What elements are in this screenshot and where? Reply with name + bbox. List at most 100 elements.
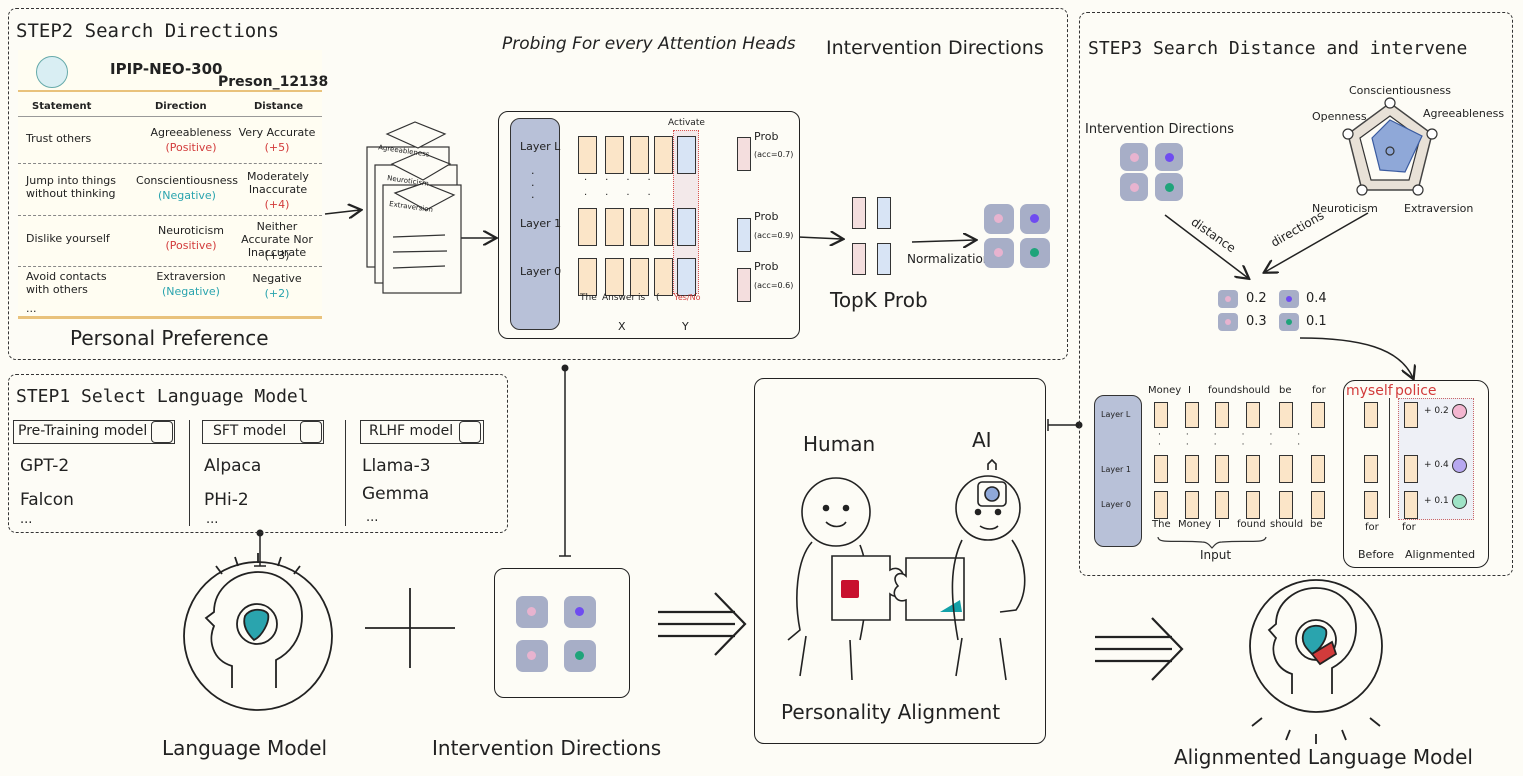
double-arrow-2 bbox=[1095, 617, 1184, 681]
red-word-myself: myself bbox=[1346, 383, 1393, 399]
activation-cell bbox=[654, 136, 673, 174]
value-0: 0.2 bbox=[1246, 291, 1267, 306]
personality-alignment-label: Personality Alignment bbox=[781, 700, 1001, 724]
trait-agreeableness: Agreeableness bbox=[1423, 107, 1505, 120]
header-distance: Distance bbox=[254, 101, 304, 112]
topk-bar bbox=[852, 243, 866, 275]
activation-cell bbox=[605, 136, 624, 174]
model-group-sft: SFT model bbox=[202, 420, 324, 444]
after-for: for bbox=[1402, 522, 1416, 533]
language-model-label: Language Model bbox=[162, 736, 328, 760]
layer-panel bbox=[510, 118, 560, 330]
activation-cell bbox=[1154, 402, 1168, 428]
activation-cell-y bbox=[677, 208, 696, 246]
activation-cell bbox=[1279, 402, 1293, 428]
pink-circle bbox=[1452, 404, 1467, 419]
activation-cell bbox=[1246, 491, 1260, 519]
table-ellipsis: ... bbox=[26, 302, 37, 315]
arrow-directions bbox=[1265, 212, 1369, 272]
activation-cell bbox=[605, 258, 624, 296]
layer-1-label: Layer 1 bbox=[520, 217, 562, 230]
layer-0-label: Layer 0 bbox=[520, 265, 562, 278]
prob-bar bbox=[737, 137, 751, 171]
ipip-table: IPIP-NEO-300 Preson_12138 Statement Dire… bbox=[18, 50, 328, 320]
activation-cell bbox=[1311, 455, 1325, 483]
puzzle-piece-teal bbox=[893, 557, 965, 621]
step1-title: STEP1 Select Language Model bbox=[16, 386, 309, 407]
acc-label: (acc=0.7) bbox=[754, 150, 794, 159]
topk-bar bbox=[852, 197, 866, 229]
model-gpt2: GPT-2 bbox=[20, 456, 70, 476]
direction-tile bbox=[984, 204, 1014, 234]
activation-cell bbox=[1311, 491, 1325, 519]
activation-cell bbox=[1215, 491, 1229, 519]
value-1: 0.4 bbox=[1306, 291, 1327, 306]
intervention-title: Intervention Directions bbox=[826, 37, 1044, 59]
activation-cell bbox=[1154, 455, 1168, 483]
ai-label: AI bbox=[972, 428, 992, 452]
model-falcon: Falcon bbox=[20, 490, 74, 510]
x-label: X bbox=[618, 320, 626, 333]
direction-tile bbox=[1155, 173, 1183, 201]
direction-tile bbox=[1020, 204, 1050, 234]
model-group-pretraining: Pre-Training model bbox=[13, 420, 175, 444]
prob-label: Prob bbox=[754, 260, 779, 273]
activate-label: Activate bbox=[668, 118, 705, 128]
add-value: + 0.1 bbox=[1424, 496, 1449, 506]
red-word-police: police bbox=[1395, 383, 1437, 399]
activation-cell bbox=[1215, 455, 1229, 483]
input-brace bbox=[1157, 536, 1267, 549]
ipip-name: IPIP-NEO-300 bbox=[110, 60, 223, 78]
topk-bar bbox=[877, 243, 891, 275]
double-arrow-1 bbox=[658, 592, 747, 656]
trait-openness: Openness bbox=[1312, 110, 1367, 123]
prob-label: Prob bbox=[754, 210, 779, 223]
topk-bar bbox=[877, 197, 891, 229]
token-answer-is: Answer is bbox=[602, 293, 646, 303]
prob-label: Prob bbox=[754, 130, 779, 143]
add-value: + 0.4 bbox=[1424, 460, 1449, 470]
prob-bar bbox=[737, 268, 751, 302]
activation-cell bbox=[1215, 402, 1229, 428]
direction-tile bbox=[564, 596, 596, 628]
activation-cell-y bbox=[677, 258, 696, 296]
ai-figure bbox=[951, 458, 1026, 681]
person-icon bbox=[36, 56, 68, 88]
language-model-head bbox=[183, 553, 333, 711]
token-the: The bbox=[580, 293, 597, 303]
activation-cell bbox=[654, 208, 673, 246]
value-3: 0.1 bbox=[1306, 314, 1327, 329]
activation-cell bbox=[630, 136, 649, 174]
step2-title: STEP2 Search Directions bbox=[16, 20, 280, 42]
direction-tile bbox=[1020, 238, 1050, 268]
activation-cell bbox=[1311, 402, 1325, 428]
activation-cell bbox=[605, 208, 624, 246]
y-label: Y bbox=[682, 320, 689, 333]
input-label: Input bbox=[1200, 548, 1232, 562]
model-alpaca: Alpaca bbox=[204, 456, 262, 476]
model-group-rlhf: RLHF model bbox=[360, 420, 484, 444]
intervention-directions-box bbox=[494, 568, 630, 698]
purple-circle bbox=[1452, 458, 1467, 473]
arrow-distance bbox=[1164, 214, 1248, 278]
activation-cell bbox=[578, 208, 597, 246]
activation-cell-y bbox=[677, 136, 696, 174]
normalization-label: Normalization bbox=[907, 252, 991, 266]
model-phi2: PHi-2 bbox=[204, 490, 249, 510]
after-label: Alignmented bbox=[1405, 548, 1476, 561]
trait-neuroticism: Neuroticism bbox=[1312, 202, 1378, 215]
activation-cell bbox=[1279, 455, 1293, 483]
prob-bar bbox=[737, 218, 751, 252]
step3-container bbox=[1079, 12, 1513, 576]
before-for: for bbox=[1365, 522, 1379, 533]
header-statement: Statement bbox=[32, 101, 92, 112]
activation-cell bbox=[578, 136, 597, 174]
layer-L-label: Layer L bbox=[520, 140, 561, 153]
activation-cell bbox=[578, 258, 597, 296]
person-id: Preson_12138 bbox=[218, 74, 329, 90]
activation-cell bbox=[654, 258, 673, 296]
activation-cell bbox=[630, 258, 649, 296]
activation-cell bbox=[1279, 491, 1293, 519]
trait-conscientiousness: Conscientiousness bbox=[1349, 84, 1451, 97]
